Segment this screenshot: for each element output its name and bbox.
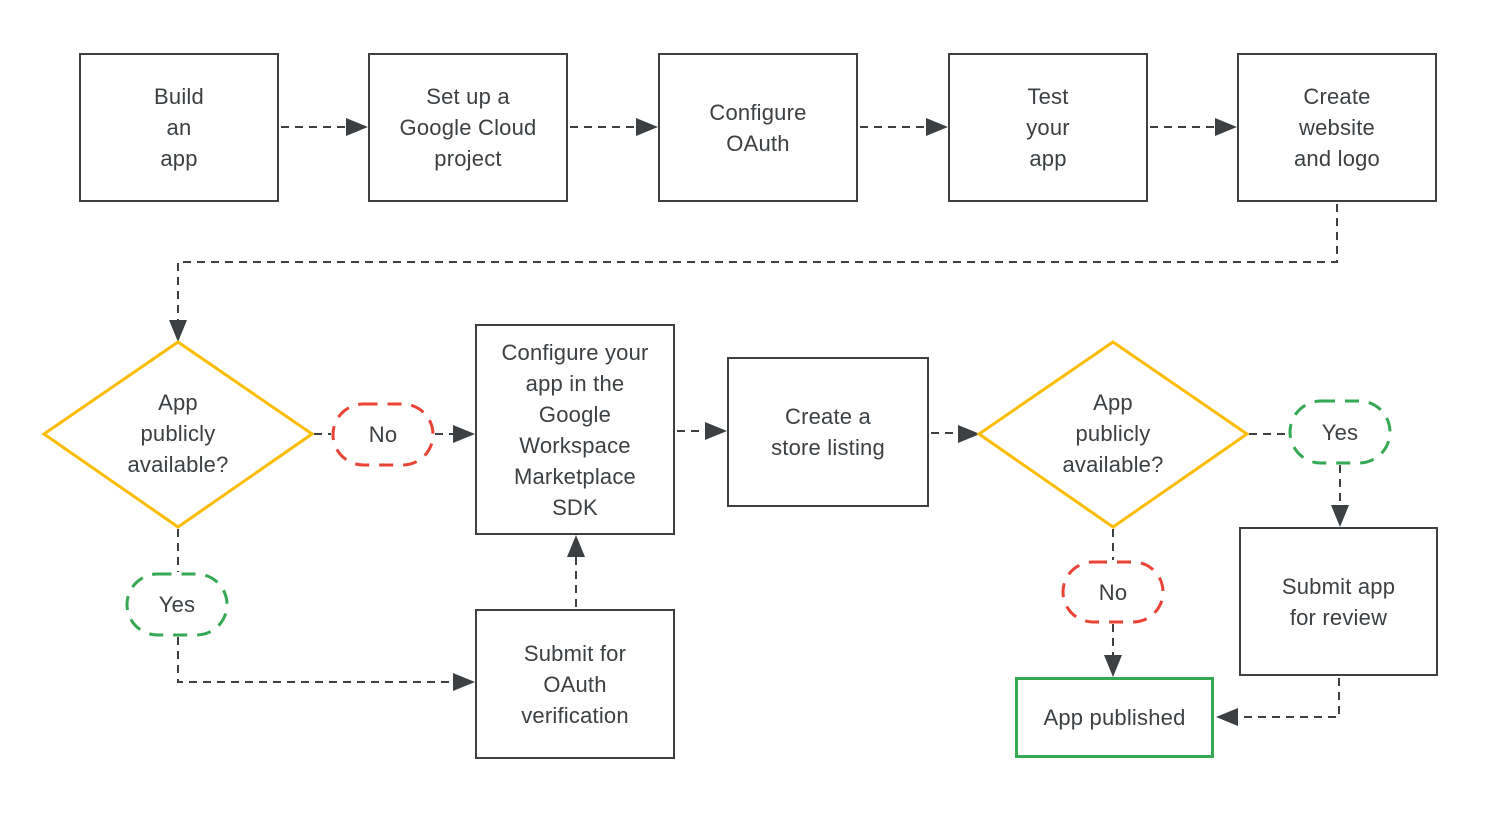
arrowhead-into-sdk-bottom [567, 535, 585, 557]
connector-review-to-published [1238, 678, 1340, 718]
node-test-your-app: Test your app [948, 53, 1148, 202]
node-configure-app-marketplace-sdk: Configure your app in the Google Workspa… [475, 324, 675, 535]
node-set-up-google-cloud-project: Set up a Google Cloud project [368, 53, 568, 202]
arrowhead-into-submit-review [1331, 505, 1349, 527]
node-configure-oauth: Configure OAuth [658, 53, 858, 202]
arrowhead-into-setup [346, 118, 368, 136]
arrowhead-into-published-top [1104, 655, 1122, 677]
decision-diamond-left [41, 340, 315, 529]
node-create-store-listing: Create a store listing [727, 357, 929, 507]
arrowhead-into-website [1215, 118, 1237, 136]
arrowhead-into-submit-oauth [453, 673, 475, 691]
node-submit-for-oauth-verification: Submit for OAuth verification [475, 609, 675, 759]
node-submit-app-for-review: Submit app for review [1239, 527, 1438, 676]
connector-website-to-decision-left [177, 204, 1338, 320]
no-oval-left [331, 402, 435, 467]
arrowhead-into-decision-left [169, 320, 187, 342]
arrowhead-into-listing [705, 422, 727, 440]
arrowhead-into-test [926, 118, 948, 136]
arrowhead-into-sdk-left [453, 425, 475, 443]
yes-oval-left [125, 572, 229, 637]
connector-yes-to-submit-oauth [177, 637, 453, 683]
arrowhead-into-published-right [1216, 708, 1238, 726]
node-create-website-and-logo: Create website and logo [1237, 53, 1437, 202]
arrowheads [169, 118, 1349, 726]
arrowhead-into-decision-right [958, 425, 980, 443]
yes-oval-right [1288, 399, 1392, 465]
decision-diamond-right [976, 340, 1250, 529]
node-app-published: App published [1015, 677, 1214, 758]
connector-lines [177, 126, 1341, 718]
arrowhead-into-oauth [636, 118, 658, 136]
node-build-an-app: Build an app [79, 53, 279, 202]
no-oval-right [1061, 560, 1165, 624]
